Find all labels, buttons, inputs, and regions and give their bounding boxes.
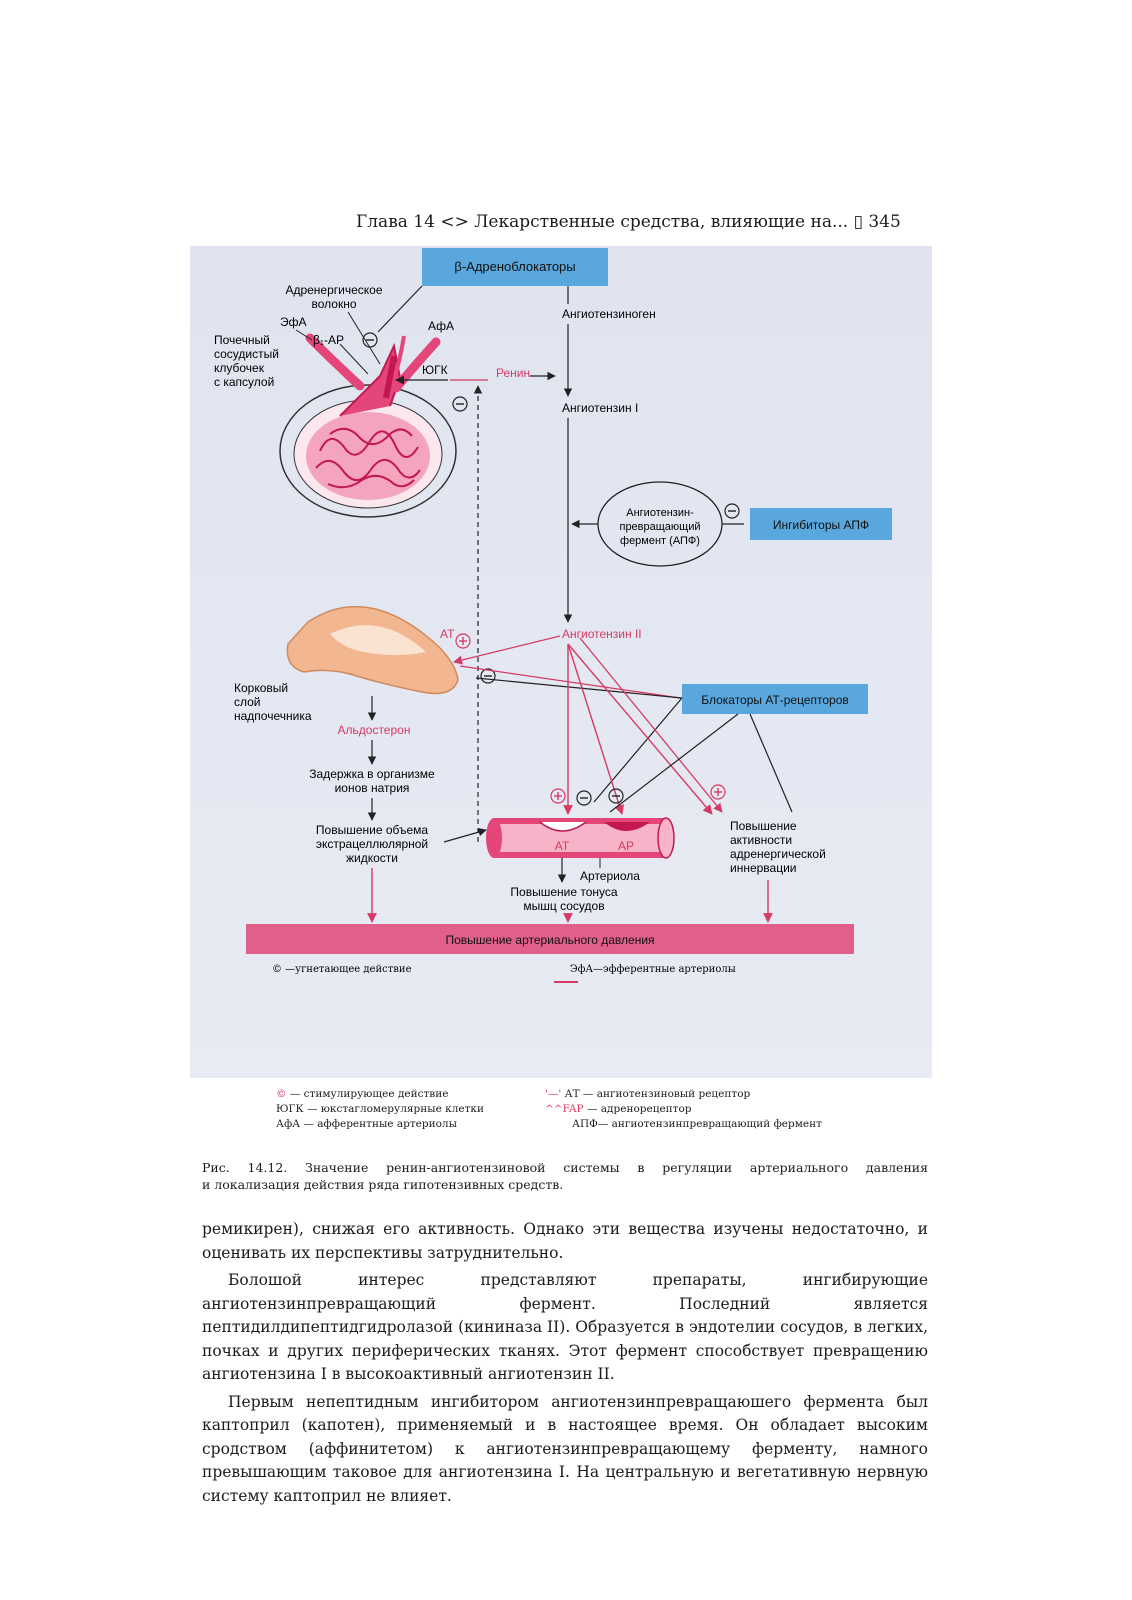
inner-legend-inhibit: © —угнетающее действие [272, 964, 412, 975]
inner-legend-efa: ЭфА—эфферентные артериолы [570, 964, 736, 975]
legend-ar: ^^FAP — адренорецептор [545, 1103, 692, 1115]
aldosterone-label: Альдостерон [338, 723, 411, 737]
beta-blockers-label: β-Адреноблокаторы [454, 259, 575, 274]
adrenergic-activity-label-4: иннервации [730, 861, 797, 875]
paragraph-1: ремикирен), снижая его активность. Однак… [202, 1220, 928, 1262]
adrenergic-activity-label-3: адренергической [730, 847, 826, 861]
tone-label-2: мышц сосудов [523, 899, 604, 913]
beta-blockers-box [422, 248, 608, 286]
adrenergic-fiber-label-2: волокно [311, 297, 356, 311]
angiotensin1-label: Ангиотензин I [562, 401, 638, 415]
ar-vessel-label: АР [618, 839, 634, 853]
page-header: Глава 14 <> Лекарственные средства, влия… [356, 212, 901, 232]
paragraph-3: Первым непептидным ингибитором ангиотенз… [202, 1392, 928, 1505]
inhibit-symbol-jgc [452, 396, 468, 412]
angiotensin2-label: Ангиотензин II [562, 627, 642, 641]
ace-inhibitors-label: Ингибиторы АПФ [773, 518, 869, 532]
inhibit-symbol-beta [362, 332, 378, 348]
volume-label-3: жидкости [346, 851, 398, 865]
stimulate-symbol-adrenal [455, 633, 471, 649]
beta1-ar-label: β₁-АР [313, 333, 344, 347]
caption-line-1: Рис. 14.12. Значение ренин-ангиотензинов… [202, 1160, 928, 1175]
glomerulus-label-1: Почечный [214, 333, 270, 347]
inhibit-symbol-ace [724, 503, 740, 519]
cortex-label-1: Корковый [234, 681, 288, 695]
sodium-label-1: Задержка в организме [309, 767, 435, 781]
cortex-label-3: надпочечника [234, 709, 312, 723]
legend-ace: АПФ— ангиотензинпревращающий фермент [572, 1118, 822, 1130]
volume-label-1: Повышение объема [316, 823, 429, 837]
arteriole-illustration [486, 817, 675, 859]
stimulate-symbol-innervation [710, 784, 726, 800]
legend-at-symbol: '—' [545, 1088, 562, 1100]
bp-increase-band [246, 924, 854, 954]
body-text: ремикирен), снижая его активность. Однак… [202, 1218, 928, 1512]
legend-afa: АфА — афферентные артериолы [276, 1118, 457, 1130]
at-blockers-box [682, 684, 868, 714]
legend-stimulate: © — стимулирующее действие [276, 1088, 448, 1100]
stimulate-symbol-vessel [550, 788, 566, 804]
renin-label: Ренин [496, 366, 530, 380]
jgc-label: ЮГК [422, 363, 448, 377]
paragraph-2: Болошой интерес представляют препараты, … [202, 1271, 928, 1383]
adrenergic-activity-label-1: Повышение [730, 819, 797, 833]
inhibit-symbol-vessel-1 [576, 790, 592, 806]
volume-label-2: экстрацеллюлярной [316, 837, 428, 851]
at-adrenal-label: АТ [440, 627, 455, 641]
at-blockers-label: Блокаторы АТ-рецепторов [701, 693, 849, 707]
afa-label: АфА [428, 319, 454, 333]
legend-ar-text: — адренорецептор [583, 1103, 692, 1115]
inhibit-symbol-feedback [480, 668, 496, 684]
efa-label: ЭфА [280, 315, 307, 329]
glomerulus-label-3: клубочек [214, 361, 265, 375]
caption-line-2: и локализация действия ряда гипотензивны… [202, 1177, 564, 1192]
cortex-label-2: слой [234, 695, 261, 709]
angiotensinogen-label: Ангиотензиноген [562, 307, 656, 321]
at-vessel-label: АТ [555, 839, 570, 853]
legend-jgc: ЮГК — юкстагломерулярные клетки [276, 1103, 484, 1115]
ace-label-1: Ангиотензин- [626, 507, 694, 519]
legend-ar-symbol: ^^FAP [545, 1103, 584, 1115]
bp-increase-label: Повышение артериального давления [445, 933, 654, 947]
inhibit-symbol-vessel-2 [608, 788, 624, 804]
legend-at: '—' АТ — ангиотензиновый рецептор [545, 1088, 750, 1100]
ace-inhibitors-box [750, 508, 892, 540]
sodium-label-2: ионов натрия [335, 781, 410, 795]
ace-label-3: фермент (АПФ) [620, 535, 700, 547]
ace-label-2: превращающий [619, 521, 700, 533]
adrenergic-activity-label-2: активности [730, 833, 792, 847]
glomerulus-label-4: с капсулой [214, 375, 274, 389]
figure-caption: Рис. 14.12. Значение ренин-ангиотензинов… [202, 1159, 928, 1193]
legend-stimulate-symbol: © [276, 1088, 287, 1100]
adrenergic-fiber-label-1: Адренергическое [285, 283, 382, 297]
figure-diagram: β-Адреноблокаторы Адренергическое волокн… [190, 246, 932, 1078]
glomerulus-illustration [279, 333, 457, 518]
glomerulus-label-2: сосудистый [214, 347, 279, 361]
legend-at-text: АТ — ангиотензиновый рецептор [561, 1088, 751, 1100]
legend-stimulate-text: — стимулирующее действие [286, 1088, 449, 1100]
tone-label-1: Повышение тонуса [510, 885, 617, 899]
arteriole-label: Артериола [580, 869, 640, 883]
